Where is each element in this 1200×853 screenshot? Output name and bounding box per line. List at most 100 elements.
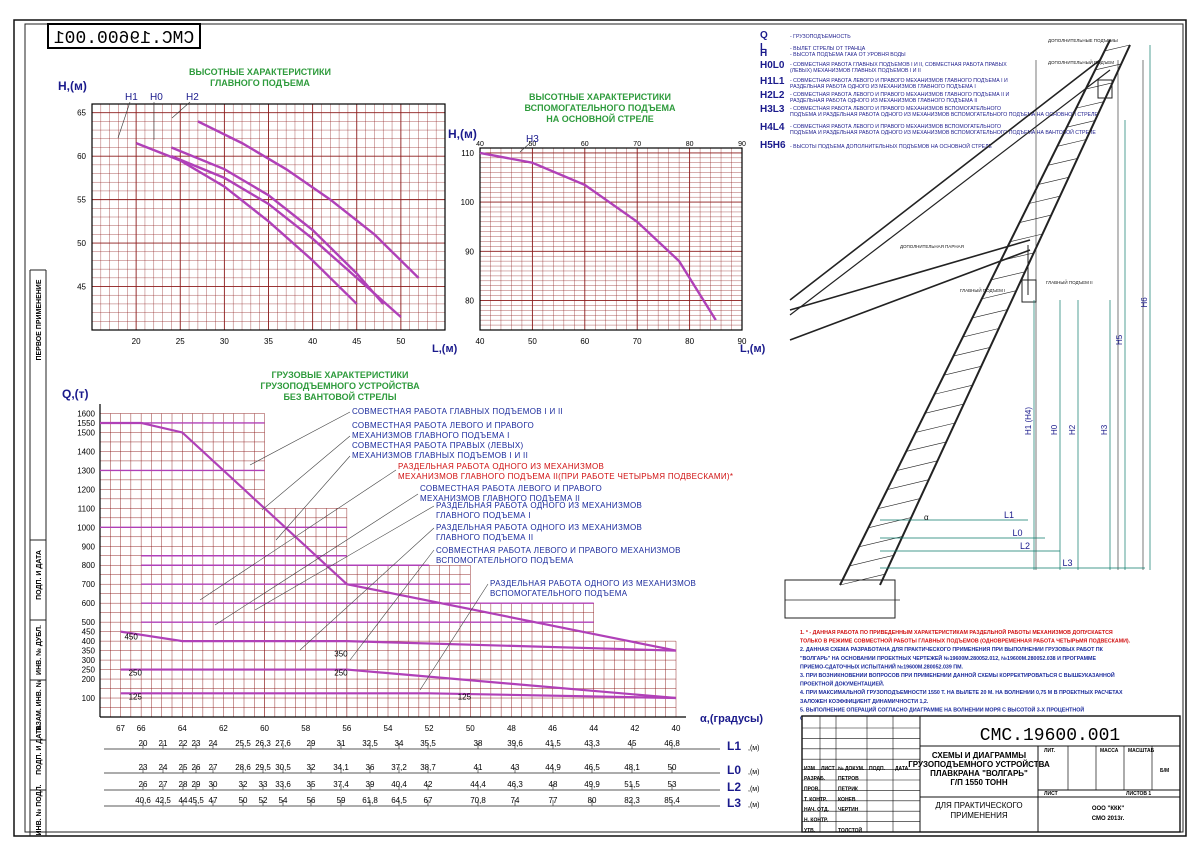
legend-entry: ГЛАВНОГО ПОДЪЕМА I <box>436 511 531 520</box>
boom-lacing <box>1019 214 1052 223</box>
title-block-header: № ДОКУМ. <box>838 766 865 772</box>
side-strip-label: ИНВ. № ПОДЛ. <box>35 784 43 835</box>
x-tick-label-top: 70 <box>633 141 641 148</box>
leader-line <box>199 469 397 601</box>
series-line <box>120 630 677 652</box>
title-block-code: СМС.19600.001 <box>980 726 1120 746</box>
x-tick-label: 40 <box>476 337 485 346</box>
leader-line <box>419 583 489 691</box>
boom-lacing <box>991 271 1026 281</box>
title-block-role: РАЗРАБ. <box>804 776 826 782</box>
title-block-sheet: ЛИСТ <box>1044 791 1058 797</box>
series-line <box>170 155 402 318</box>
notation-symbol: H3L3 <box>760 104 785 115</box>
boom-lacing <box>981 290 1017 300</box>
series-label-h3: H3 <box>526 134 539 145</box>
leader-line <box>249 411 351 466</box>
x-tick-label-top: 60 <box>581 141 589 148</box>
x-tick-label-top: 90 <box>738 141 746 148</box>
title-block-header: ПОДП. <box>869 766 886 772</box>
dimension-label: H2 <box>1068 424 1077 435</box>
leader-line <box>519 142 531 153</box>
title-block-year: СМО 2013г. <box>1092 816 1125 822</box>
title-block-header: ЛИСТ <box>821 766 835 772</box>
x-tick-label: 54 <box>384 724 393 733</box>
notes-block: 1. * - ДАННАЯ РАБОТА ПО ПРИВЕДЕННЫМ ХАРА… <box>800 628 1131 722</box>
boom-lacing <box>943 366 982 376</box>
crane-callout: ГЛАВНЫЙ ПОДЪЕМ II <box>1046 278 1093 285</box>
chart-title: БЕЗ ВАНТОВОЙ СТРЕЛЫ <box>283 391 396 402</box>
x-axis-label: α,(градусы) <box>700 713 763 725</box>
legend-entry: МЕХАНИЗМОВ ГЛАВНОГО ПОДЪЕМА I <box>352 431 510 440</box>
notation-symbol: H0L0 <box>760 60 785 71</box>
series-line <box>120 692 677 700</box>
series-line <box>100 421 677 652</box>
data-label: 350 <box>334 650 348 659</box>
x-axis-label: L,(м) <box>432 343 458 355</box>
table-row-unit: ,(м) <box>748 786 759 793</box>
y-tick-label: 45 <box>77 283 86 292</box>
notation-text: - СОВМЕСТНАЯ РАБОТА ЛЕВОГО И ПРАВОГО МЕХ… <box>790 78 1008 84</box>
legend-entry: МЕХАНИЗМОВ ГЛАВНЫХ ПОДЪЕМОВ I И II <box>352 451 528 460</box>
boom-lacing <box>1066 120 1096 128</box>
note-line: ТОЛЬКО В РЕЖИМЕ СОВМЕСТНОЙ РАБОТЫ ГЛАВНЫ… <box>800 637 1131 645</box>
x-tick-label: 44 <box>589 724 598 733</box>
boom-lacing <box>1095 63 1122 71</box>
series-line <box>170 146 385 305</box>
data-label: 250 <box>129 669 143 678</box>
legend-entry: РАЗДЕЛЬНАЯ РАБОТА ОДНОГО ИЗ МЕХАНИЗМОВ <box>490 579 696 588</box>
y-tick-label: 60 <box>77 152 86 161</box>
series-line <box>197 120 420 279</box>
x-tick-label: 35 <box>264 337 273 346</box>
y-tick-label: 350 <box>82 647 96 656</box>
legend-entry: МЕХАНИЗМОВ ГЛАВНОГО ПОДЪЕМА II <box>420 494 580 503</box>
title-block-name: ТОЛСТОЙ <box>838 826 863 834</box>
x-tick-label: 67 <box>116 724 125 733</box>
series-label-h0: H0 <box>150 92 163 103</box>
side-strip-label: ПОДП. И ДАТА <box>36 550 43 600</box>
notation-text: (ЛЕВЫХ) МЕХАНИЗМОВ ГЛАВНЫХ ПОДЪЕМОВ I И … <box>790 68 921 74</box>
y-tick-label: 1300 <box>77 466 95 475</box>
notation-text: - СОВМЕСТНАЯ РАБОТА ЛЕВОГО И ПРАВОГО МЕХ… <box>790 124 1001 130</box>
leader-line <box>254 505 435 611</box>
y-tick-label: 1550 <box>77 419 95 428</box>
boom-lacing <box>896 460 938 471</box>
data-label: 250 <box>334 669 348 678</box>
notation-symbol: H4L4 <box>760 122 785 133</box>
y-tick-label: 700 <box>82 580 96 589</box>
y-tick-label: 500 <box>82 618 96 627</box>
legend-entry: МЕХАНИЗМОВ ГЛАВНОГО ПОДЪЕМА II(ПРИ РАБОТ… <box>398 472 733 481</box>
legend-entry: СОВМЕСТНАЯ РАБОТА ГЛАВНЫХ ПОДЪЕМОВ I И I… <box>352 407 563 416</box>
crane-base <box>784 579 896 619</box>
table-row-unit: ,(м) <box>748 802 759 809</box>
table-row-label: L1 <box>727 739 741 753</box>
y-tick-label: 400 <box>82 637 96 646</box>
chart-title: ВСПОМОГАТЕЛЬНОГО ПОДЪЕМА <box>524 103 676 113</box>
series-label-h1: H1 <box>125 92 138 103</box>
y-tick-label: 200 <box>82 675 96 684</box>
y-tick-label: 55 <box>77 196 86 205</box>
x-tick-label-top: 80 <box>686 141 694 148</box>
x-tick-label: 64 <box>178 724 187 733</box>
title-block-lit: ЛИТ. <box>1044 748 1056 754</box>
x-tick-label: 40 <box>308 337 317 346</box>
dimension-label: H1 (H4) <box>1024 407 1033 435</box>
y-tick-label: 250 <box>82 666 96 675</box>
chart-title: НА ОСНОВНОЙ СТРЕЛЕ <box>546 113 654 124</box>
crane-callout: ДОПОЛНИТЕЛЬНЫЙ ПОДЪЕМ <box>1048 58 1114 65</box>
y-tick-label: 450 <box>82 628 96 637</box>
x-tick-label: 80 <box>685 337 694 346</box>
leader-line <box>349 549 435 661</box>
y-axis-label: Q,(т) <box>62 387 89 401</box>
x-tick-label: 50 <box>528 337 537 346</box>
boom-lacing <box>953 347 991 357</box>
y-tick-label: 110 <box>461 149 474 158</box>
series-line <box>135 141 358 305</box>
hook-block <box>1097 79 1113 99</box>
title-block-name: ПЕТРОВ <box>838 776 859 782</box>
legend-entry: ВСПОМОГАТЕЛЬНОГО ПОДЪЕМА <box>490 589 628 598</box>
